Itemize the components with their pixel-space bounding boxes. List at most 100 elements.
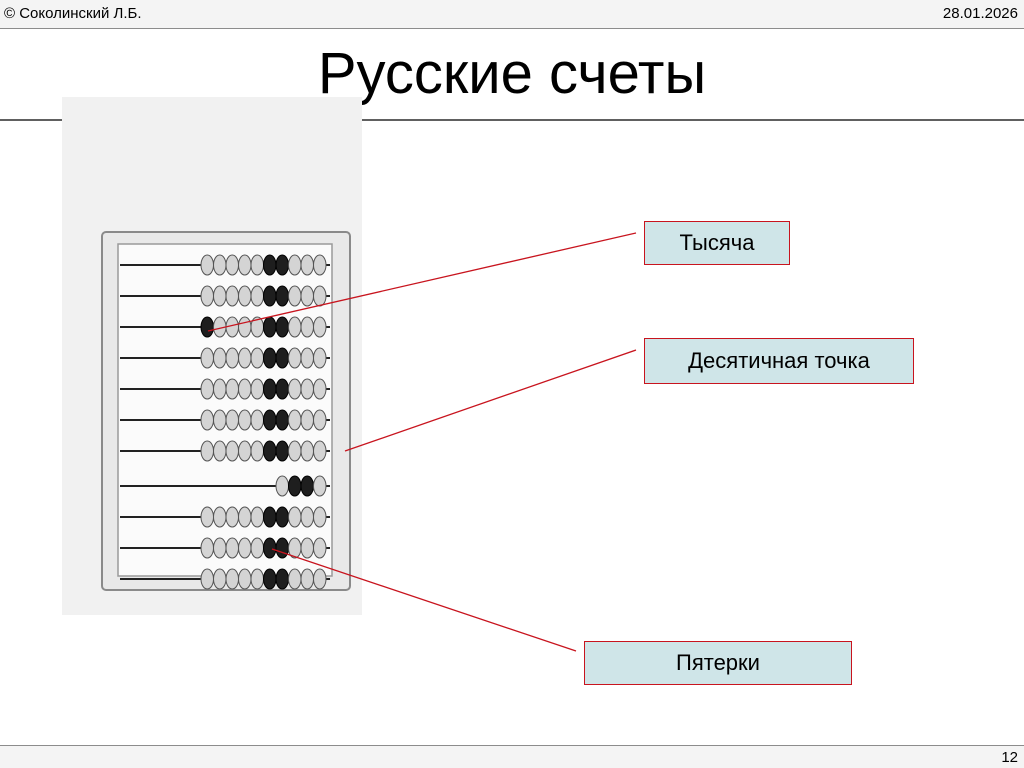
abacus-bead-light bbox=[288, 440, 302, 462]
abacus-bead-dark bbox=[263, 378, 277, 400]
page-number: 12 bbox=[1001, 749, 1018, 766]
abacus-bead-light bbox=[200, 378, 214, 400]
abacus-bead-light bbox=[313, 537, 327, 559]
abacus-bead-light bbox=[313, 475, 327, 497]
abacus-bead-dark bbox=[263, 537, 277, 559]
abacus-bead-light bbox=[250, 285, 264, 307]
abacus-bead-light bbox=[288, 285, 302, 307]
callout-decimal-point-label: Десятичная точка bbox=[688, 348, 870, 373]
slide-title: Русские счеты bbox=[317, 41, 707, 106]
abacus-bead-light bbox=[213, 409, 227, 431]
abacus-bead-dark bbox=[263, 347, 277, 369]
abacus-bead-dark bbox=[275, 537, 289, 559]
abacus-bead-light bbox=[238, 440, 252, 462]
abacus-bead-light bbox=[213, 378, 227, 400]
callout-thousand: Тысяча bbox=[644, 221, 790, 265]
author-credit: © Соколинский Л.Б. bbox=[4, 5, 142, 22]
abacus-bead-light bbox=[200, 409, 214, 431]
abacus-bead-light bbox=[250, 316, 264, 338]
abacus-bead-dark bbox=[200, 316, 214, 338]
abacus-bead-dark bbox=[263, 285, 277, 307]
abacus-bead-dark bbox=[288, 475, 302, 497]
abacus-bead-light bbox=[288, 409, 302, 431]
abacus-bead-light bbox=[238, 347, 252, 369]
abacus-bead-dark bbox=[275, 285, 289, 307]
abacus-bead-light bbox=[250, 537, 264, 559]
callout-fives: Пятерки bbox=[584, 641, 852, 685]
abacus-bead-light bbox=[200, 285, 214, 307]
abacus-bead-light bbox=[225, 254, 239, 276]
footer-bar: 12 bbox=[0, 745, 1024, 768]
abacus-bead-dark bbox=[275, 347, 289, 369]
abacus-bead-light bbox=[300, 568, 314, 590]
abacus-bead-light bbox=[313, 409, 327, 431]
abacus-bead-light bbox=[213, 347, 227, 369]
abacus-bead-light bbox=[250, 409, 264, 431]
abacus-bead-dark bbox=[263, 409, 277, 431]
abacus-bead-light bbox=[225, 568, 239, 590]
abacus-bead-light bbox=[313, 378, 327, 400]
abacus-bead-light bbox=[300, 440, 314, 462]
abacus-bead-light bbox=[250, 254, 264, 276]
abacus-bead-dark bbox=[275, 568, 289, 590]
title-area: Русские счеты bbox=[0, 29, 1024, 121]
abacus-bead-light bbox=[213, 285, 227, 307]
abacus-bead-light bbox=[213, 568, 227, 590]
abacus-bead-light bbox=[288, 537, 302, 559]
abacus-bead-light bbox=[300, 254, 314, 276]
abacus-bead-light bbox=[288, 347, 302, 369]
abacus-bead-light bbox=[225, 347, 239, 369]
abacus-bead-light bbox=[225, 316, 239, 338]
abacus-bead-light bbox=[200, 568, 214, 590]
abacus-bead-light bbox=[313, 316, 327, 338]
abacus-bead-light bbox=[313, 254, 327, 276]
abacus-bead-dark bbox=[263, 506, 277, 528]
abacus-bead-light bbox=[225, 506, 239, 528]
abacus-bead-light bbox=[225, 537, 239, 559]
abacus-bead-dark bbox=[263, 316, 277, 338]
abacus-bead-light bbox=[300, 537, 314, 559]
abacus-bead-light bbox=[300, 347, 314, 369]
abacus-bead-light bbox=[313, 347, 327, 369]
abacus-bead-light bbox=[213, 440, 227, 462]
abacus-bead-dark bbox=[300, 475, 314, 497]
abacus-bead-light bbox=[300, 409, 314, 431]
abacus-bead-light bbox=[250, 440, 264, 462]
callout-decimal-point: Десятичная точка bbox=[644, 338, 914, 384]
abacus-bead-light bbox=[238, 537, 252, 559]
abacus-bead-light bbox=[238, 378, 252, 400]
abacus-bead-dark bbox=[263, 254, 277, 276]
abacus-bead-light bbox=[250, 506, 264, 528]
abacus-bead-light bbox=[213, 506, 227, 528]
abacus-bead-light bbox=[200, 347, 214, 369]
abacus-bead-light bbox=[200, 440, 214, 462]
abacus-bead-light bbox=[213, 537, 227, 559]
abacus-bead-light bbox=[300, 378, 314, 400]
abacus-bead-dark bbox=[275, 254, 289, 276]
abacus-bead-light bbox=[200, 506, 214, 528]
abacus-bead-light bbox=[313, 440, 327, 462]
abacus-bead-light bbox=[288, 254, 302, 276]
abacus-bead-dark bbox=[263, 568, 277, 590]
abacus-bead-light bbox=[238, 506, 252, 528]
abacus-bead-dark bbox=[275, 378, 289, 400]
abacus-bead-light bbox=[300, 285, 314, 307]
abacus-bead-light bbox=[288, 378, 302, 400]
abacus-bead-light bbox=[250, 378, 264, 400]
abacus-bead-light bbox=[313, 568, 327, 590]
abacus-bead-light bbox=[288, 568, 302, 590]
abacus-bead-dark bbox=[275, 409, 289, 431]
abacus-bead-light bbox=[213, 316, 227, 338]
abacus-bead-dark bbox=[275, 440, 289, 462]
abacus-bead-light bbox=[213, 254, 227, 276]
abacus-bead-light bbox=[313, 285, 327, 307]
callout-fives-label: Пятерки bbox=[676, 650, 760, 675]
abacus-bead-light bbox=[250, 347, 264, 369]
slide-date: 28.01.2026 bbox=[942, 5, 1018, 22]
abacus-bead-light bbox=[300, 316, 314, 338]
abacus-bead-dark bbox=[275, 316, 289, 338]
header-bar: © Соколинский Л.Б. 28.01.2026 bbox=[0, 0, 1024, 29]
abacus-bead-light bbox=[200, 537, 214, 559]
abacus-bead-dark bbox=[275, 506, 289, 528]
abacus-bead-light bbox=[288, 506, 302, 528]
